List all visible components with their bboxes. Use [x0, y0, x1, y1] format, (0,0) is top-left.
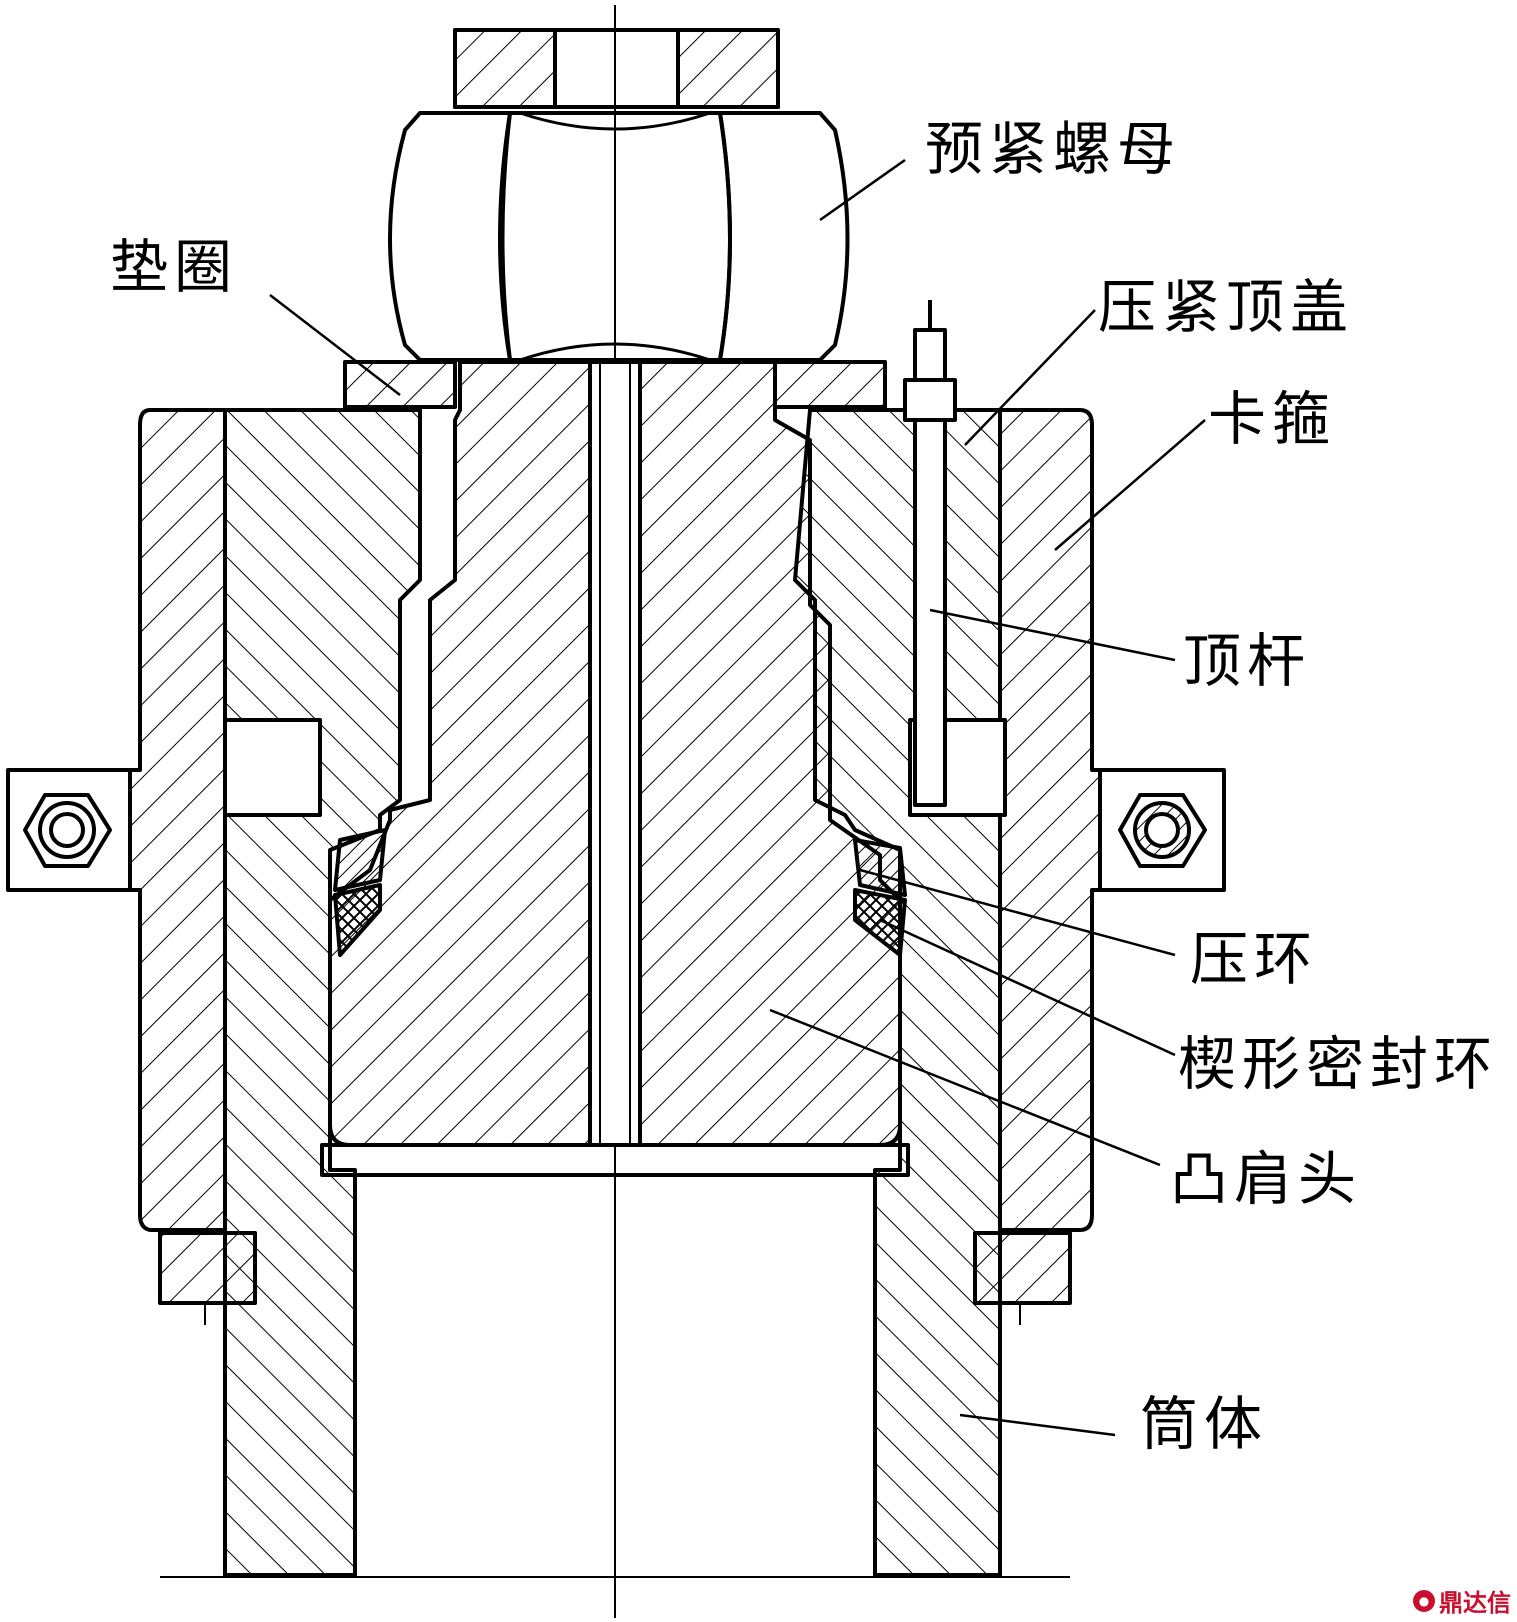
label-clamp: 卡箍 [1208, 385, 1337, 453]
label-shell: 筒体 [1140, 1390, 1269, 1458]
watermark: ● 鼎达信 [1413, 1583, 1511, 1618]
clamp-ear-right [1098, 768, 1226, 892]
center-bore [588, 360, 642, 1147]
lower-block-left [158, 1231, 257, 1305]
label-cover: 压紧顶盖 [1098, 273, 1355, 341]
lower-block-right [973, 1231, 1072, 1305]
clamp-bolt-right [1118, 793, 1207, 868]
wedge-ring-left [333, 883, 382, 957]
key-left [223, 718, 322, 817]
clamp-ear-left [6, 768, 132, 892]
clamp-left [128, 408, 227, 1232]
clamp-bolt-left [23, 793, 112, 868]
label-shoulder: 凸肩头 [1170, 1145, 1363, 1213]
press-ring-right [853, 838, 907, 897]
label-rod: 顶杆 [1183, 627, 1312, 695]
label-wedge-ring: 楔形密封环 [1178, 1030, 1499, 1098]
leader-lines [269, 158, 1206, 1437]
stud-top-frame [453, 28, 780, 109]
stud-top-left [453, 28, 557, 109]
label-nut: 预紧螺母 [925, 115, 1182, 183]
wedge-ring-right [853, 888, 907, 957]
stud-top-right [676, 28, 780, 109]
watermark-logo-icon: ● [1413, 1589, 1435, 1612]
preload-nut [388, 111, 850, 362]
watermark-text: 鼎达信 [1439, 1589, 1511, 1617]
label-washer: 垫圈 [110, 233, 239, 301]
label-press-ring: 压环 [1190, 925, 1319, 993]
inner-chamber [320, 1143, 910, 1177]
washer-right [773, 360, 887, 409]
washer-left [343, 360, 457, 409]
press-ring-left [333, 828, 387, 892]
